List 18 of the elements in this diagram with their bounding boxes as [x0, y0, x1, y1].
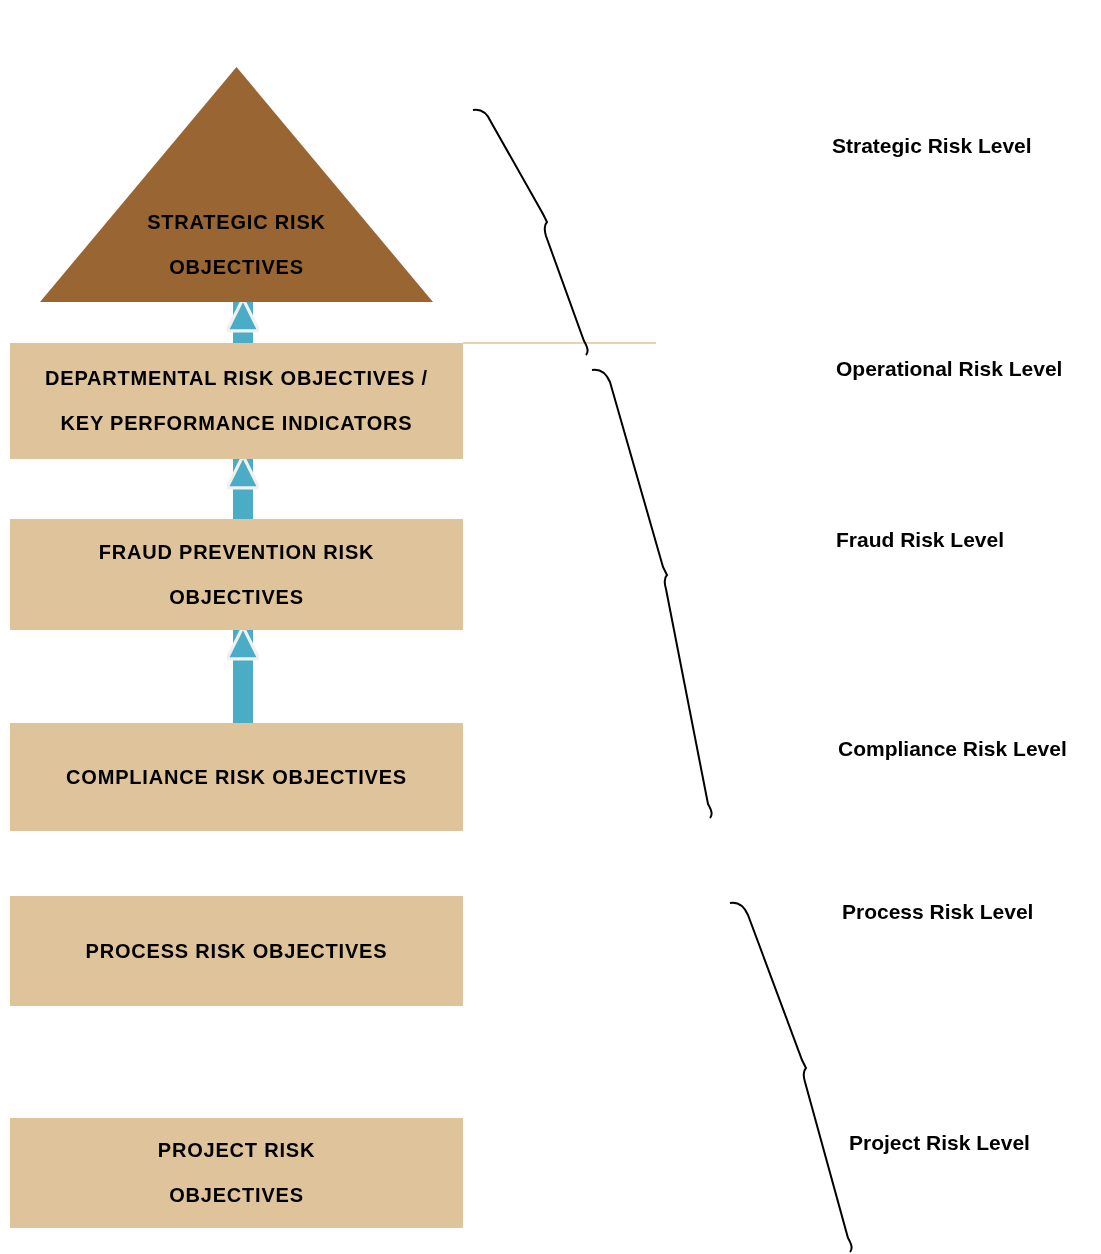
- level-label: Project Risk Level: [849, 1131, 1030, 1155]
- pyramid-triangle: [40, 67, 433, 302]
- level-label: Process Risk Level: [842, 900, 1034, 924]
- level-label: Fraud Risk Level: [836, 528, 1005, 552]
- objective-box: [10, 1118, 463, 1228]
- objective-text: PROCESS RISK OBJECTIVES: [85, 938, 388, 964]
- objective-text: STRATEGIC RISK OBJECTIVES: [146, 209, 327, 280]
- objective-text: DEPARTMENTAL RISK OBJECTIVES / KEY PERFORMANCE INDICATORS: [44, 366, 429, 436]
- level-label: Operational Risk Level: [836, 357, 1063, 381]
- objective-box: [10, 343, 463, 459]
- objective-text: COMPLIANCE RISK OBJECTIVES: [66, 764, 407, 790]
- objective-text: FRAUD PREVENTION RISK OBJECTIVES: [97, 539, 376, 610]
- objective-box: [10, 896, 463, 1006]
- objective-box: [10, 723, 463, 831]
- level-label: Strategic Risk Level: [832, 134, 1032, 158]
- objective-text: PROJECT RISK OBJECTIVES: [156, 1138, 317, 1208]
- objective-box: [10, 519, 463, 630]
- level-label: Compliance Risk Level: [838, 737, 1067, 761]
